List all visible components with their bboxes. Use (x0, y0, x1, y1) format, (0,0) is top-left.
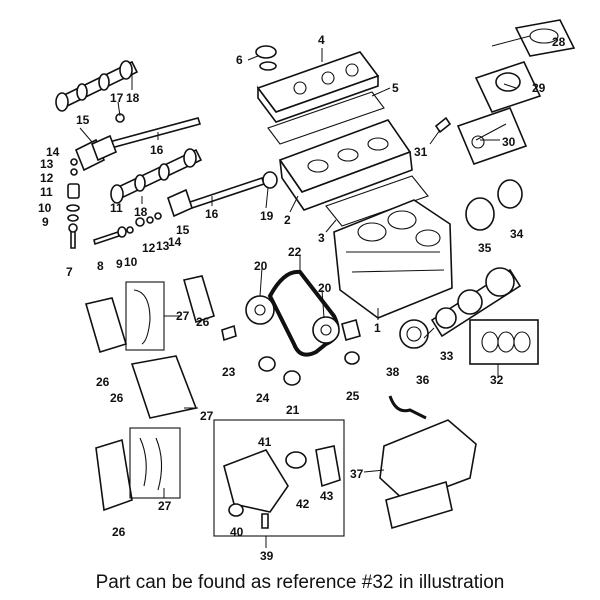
connecting-rod-box (456, 106, 528, 166)
piston-box (474, 61, 542, 113)
camshaft-upper (55, 60, 139, 112)
gasket-box-lower (129, 427, 181, 499)
ref-39: 39 (260, 549, 274, 560)
ref-42: 42 (296, 497, 310, 511)
ref-19: 19 (260, 209, 274, 223)
ref-28: 28 (552, 35, 566, 49)
ref-22: 22 (288, 245, 302, 259)
rod-bolts (434, 116, 452, 134)
ref-26d: 26 (112, 525, 126, 539)
cylinder-head (278, 119, 413, 211)
ref-33: 33 (440, 349, 454, 363)
ref-24: 24 (256, 391, 270, 405)
timing-cover-mid (130, 355, 198, 419)
ref-16a: 16 (150, 143, 164, 157)
ref-34: 34 (510, 227, 524, 241)
ref-16b: 16 (205, 207, 219, 221)
oil-cap (255, 45, 277, 71)
ref-9a: 9 (42, 215, 49, 229)
ref-4: 4 (318, 33, 325, 47)
ref-18b: 18 (134, 205, 148, 219)
crankshaft (430, 267, 522, 338)
ref-9b: 9 (116, 257, 123, 271)
tensioner-pulley (341, 319, 361, 341)
ref-41: 41 (258, 435, 272, 449)
idler-pulley (258, 356, 276, 372)
seal-retainer (465, 197, 495, 231)
ref-32: 32 (490, 373, 504, 387)
ref-13a: 13 (40, 157, 54, 171)
sensor (221, 324, 237, 342)
ref-35: 35 (478, 241, 492, 255)
ref-3: 3 (318, 231, 325, 245)
cam-seal (262, 171, 278, 189)
ref-20b: 20 (318, 281, 332, 295)
ref-36: 36 (416, 373, 430, 387)
ref-1: 1 (374, 321, 381, 335)
ref-5: 5 (392, 81, 399, 95)
ref-26b: 26 (110, 391, 124, 405)
ref-40: 40 (230, 525, 244, 539)
ref-8: 8 (97, 259, 104, 273)
ref-27c: 27 (158, 499, 172, 513)
ref-31: 31 (414, 145, 428, 159)
ref-37: 37 (350, 467, 364, 481)
timing-cover-lower (95, 438, 133, 512)
ref-10b: 10 (124, 255, 138, 269)
ref-30: 30 (502, 135, 516, 149)
ref-20a: 20 (254, 259, 268, 273)
ref-29: 29 (532, 81, 546, 95)
leader-lines (79, 35, 531, 548)
engine-block (333, 199, 453, 319)
ref-12a: 12 (40, 171, 54, 185)
ref-13b: 13 (156, 239, 170, 253)
valve-cover-gasket (267, 91, 385, 145)
crank-pulley (399, 319, 429, 349)
ref-27a: 27 (176, 309, 190, 323)
oil-pump-box (213, 419, 345, 537)
timing-cover-right (182, 275, 215, 324)
ref-15b: 15 (176, 223, 190, 237)
ref-21: 21 (286, 403, 300, 417)
rocker-arms (74, 134, 193, 218)
ref-17: 17 (110, 91, 124, 105)
ref-2: 2 (284, 213, 291, 227)
oil-pickup (388, 395, 427, 420)
ref-14b: 14 (168, 235, 182, 249)
ref-38: 38 (386, 365, 400, 379)
head-gasket (325, 175, 429, 227)
oil-pump (223, 449, 289, 513)
ref-27b: 27 (200, 409, 214, 423)
cam-sprocket-left (245, 295, 275, 325)
ref-11b: 11 (110, 201, 123, 215)
oil-pan (379, 419, 477, 530)
ref-23: 23 (222, 365, 236, 379)
ref-26a: 26 (96, 375, 110, 389)
ref-10a: 10 (38, 201, 52, 215)
caption-text: Part can be found as reference #32 in il… (95, 572, 505, 593)
cam-sprocket-right (312, 316, 340, 344)
ref-7: 7 (66, 265, 73, 279)
camshaft-lower (110, 148, 203, 204)
ref-26c: 26 (196, 315, 210, 329)
crank-sprocket (283, 370, 301, 386)
valve-parts-mid (93, 113, 162, 246)
ref-14a: 14 (46, 145, 60, 159)
ref-43: 43 (320, 489, 334, 503)
ref-18a: 18 (126, 91, 140, 105)
reference-callouts: 1 2 3 4 5 6 7 8 9 10 10 11 11 12 12 13 1… (38, 33, 566, 560)
timing-cover-upper (84, 297, 127, 354)
rear-main-seal (497, 179, 523, 209)
engine-exploded-diagram: 1 2 3 4 5 6 7 8 9 10 10 11 11 12 12 13 1… (38, 19, 576, 560)
ref-6: 6 (236, 53, 243, 67)
ref-12b: 12 (142, 241, 156, 255)
bearings-box (469, 319, 539, 365)
ref-15a: 15 (76, 113, 90, 127)
valve-cover (256, 51, 380, 123)
ref-25: 25 (346, 389, 360, 403)
part-drawings (55, 19, 576, 537)
valve-parts-left (66, 158, 80, 249)
ref-11a: 11 (40, 185, 53, 199)
